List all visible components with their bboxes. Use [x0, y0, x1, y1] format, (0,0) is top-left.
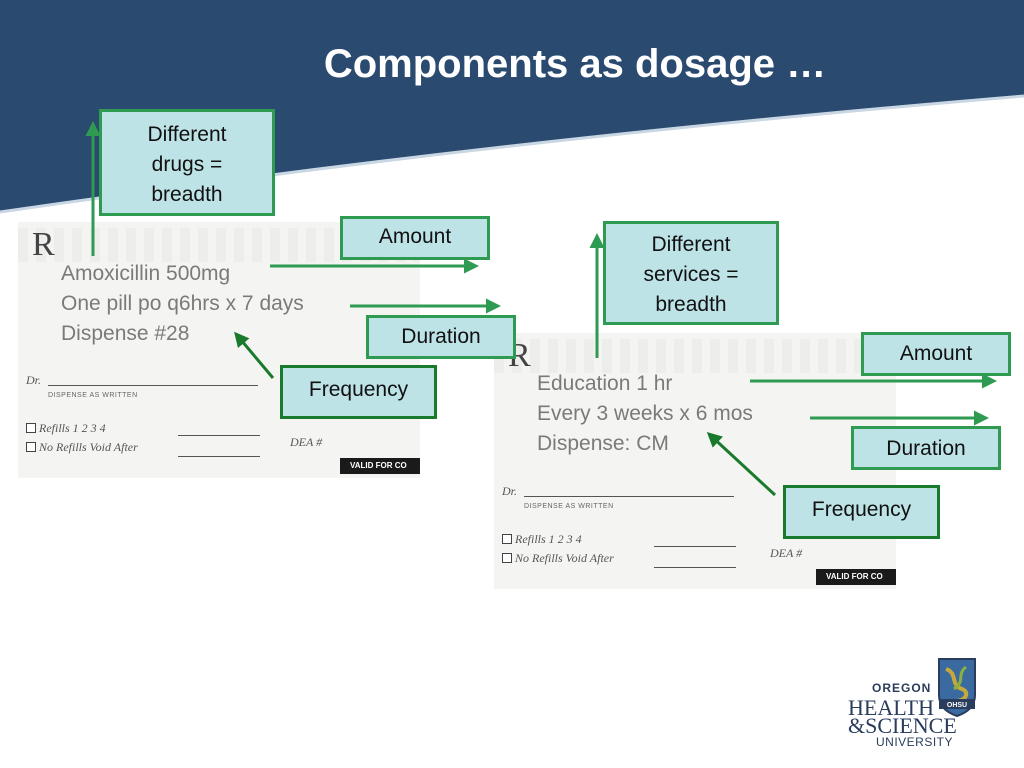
ohsu-shield-icon: OHSU: [938, 658, 976, 717]
refills-row: Refills 1 2 3 4: [26, 421, 106, 436]
shield-text: OHSU: [947, 702, 967, 709]
refills-label: Refills 1 2 3 4: [515, 532, 582, 546]
void-after-line: [654, 567, 736, 568]
void-after-line: [178, 456, 260, 457]
dea-label: DEA #: [290, 435, 323, 449]
logo-health: HEALTH: [848, 695, 934, 720]
frequency-arrow-left: [234, 331, 275, 379]
dr-label: Dr.: [502, 484, 518, 498]
dispense-as-written: DISPENSE AS WRITTEN: [48, 392, 138, 399]
valid-for-bar: VALID FOR CO: [816, 569, 896, 585]
rx-frequency-line: One pill po q6hrs x 7 days: [61, 292, 304, 315]
breadth-label-left: Different drugs = breadth: [99, 109, 275, 216]
rx-symbol: R: [32, 226, 55, 263]
no-refills-row: No Refills Void After: [502, 551, 614, 566]
ohsu-logo: OHSU OREGON HEALTH &SCIENCE UNIVERSITY: [840, 655, 990, 755]
breadth-label-right: Different services = breadth: [603, 221, 779, 325]
refills-checkbox[interactable]: [26, 423, 36, 433]
dispense-as-written: DISPENSE AS WRITTEN: [524, 503, 614, 510]
amount-label-left: Amount: [340, 216, 490, 260]
no-refills-checkbox[interactable]: [26, 442, 36, 452]
logo-science: &SCIENCE: [848, 713, 957, 738]
dea-label: DEA #: [770, 546, 803, 560]
frequency-label-right: Frequency: [783, 485, 940, 539]
amount-label-right: Amount: [861, 332, 1011, 376]
breadth-line-3: breadth: [151, 183, 223, 206]
refills-label: Refills 1 2 3 4: [39, 421, 106, 435]
refills-checkbox[interactable]: [502, 534, 512, 544]
refills-row: Refills 1 2 3 4: [502, 532, 582, 547]
refills-line: [178, 435, 260, 436]
no-refills-label: No Refills Void After: [515, 551, 614, 565]
valid-for-bar: VALID FOR CO: [340, 458, 420, 474]
no-refills-label: No Refills Void After: [39, 440, 138, 454]
rx-frequency-line: Every 3 weeks x 6 mos: [537, 402, 753, 425]
pad-watermark: [494, 339, 896, 373]
frequency-label-left: Frequency: [280, 365, 437, 419]
signature-line: [524, 496, 734, 497]
slide-title: Components as dosage …: [323, 42, 827, 86]
refills-line: [654, 546, 736, 547]
no-refills-row: No Refills Void After: [26, 440, 138, 455]
no-refills-checkbox[interactable]: [502, 553, 512, 563]
breadth-line-2: drugs =: [151, 153, 223, 176]
signature-line: [48, 385, 258, 386]
breadth-line-1: Different: [651, 233, 731, 256]
breadth-line-1: Different: [147, 123, 227, 146]
rx-dispense-line: Dispense #28: [61, 322, 190, 345]
duration-label-right: Duration: [851, 426, 1001, 470]
dr-label: Dr.: [26, 373, 42, 387]
logo-oregon: OREGON: [872, 681, 932, 695]
logo-university: UNIVERSITY: [876, 735, 954, 749]
rx-drug-line: Amoxicillin 500mg: [61, 262, 231, 285]
rx-dispense-line: Dispense: CM: [537, 432, 669, 455]
breadth-line-3: breadth: [655, 293, 727, 316]
frequency-arrow-right: [706, 431, 777, 497]
breadth-line-2: services =: [643, 263, 739, 286]
rx-service-line: Education 1 hr: [537, 372, 673, 395]
duration-label-left: Duration: [366, 315, 516, 359]
